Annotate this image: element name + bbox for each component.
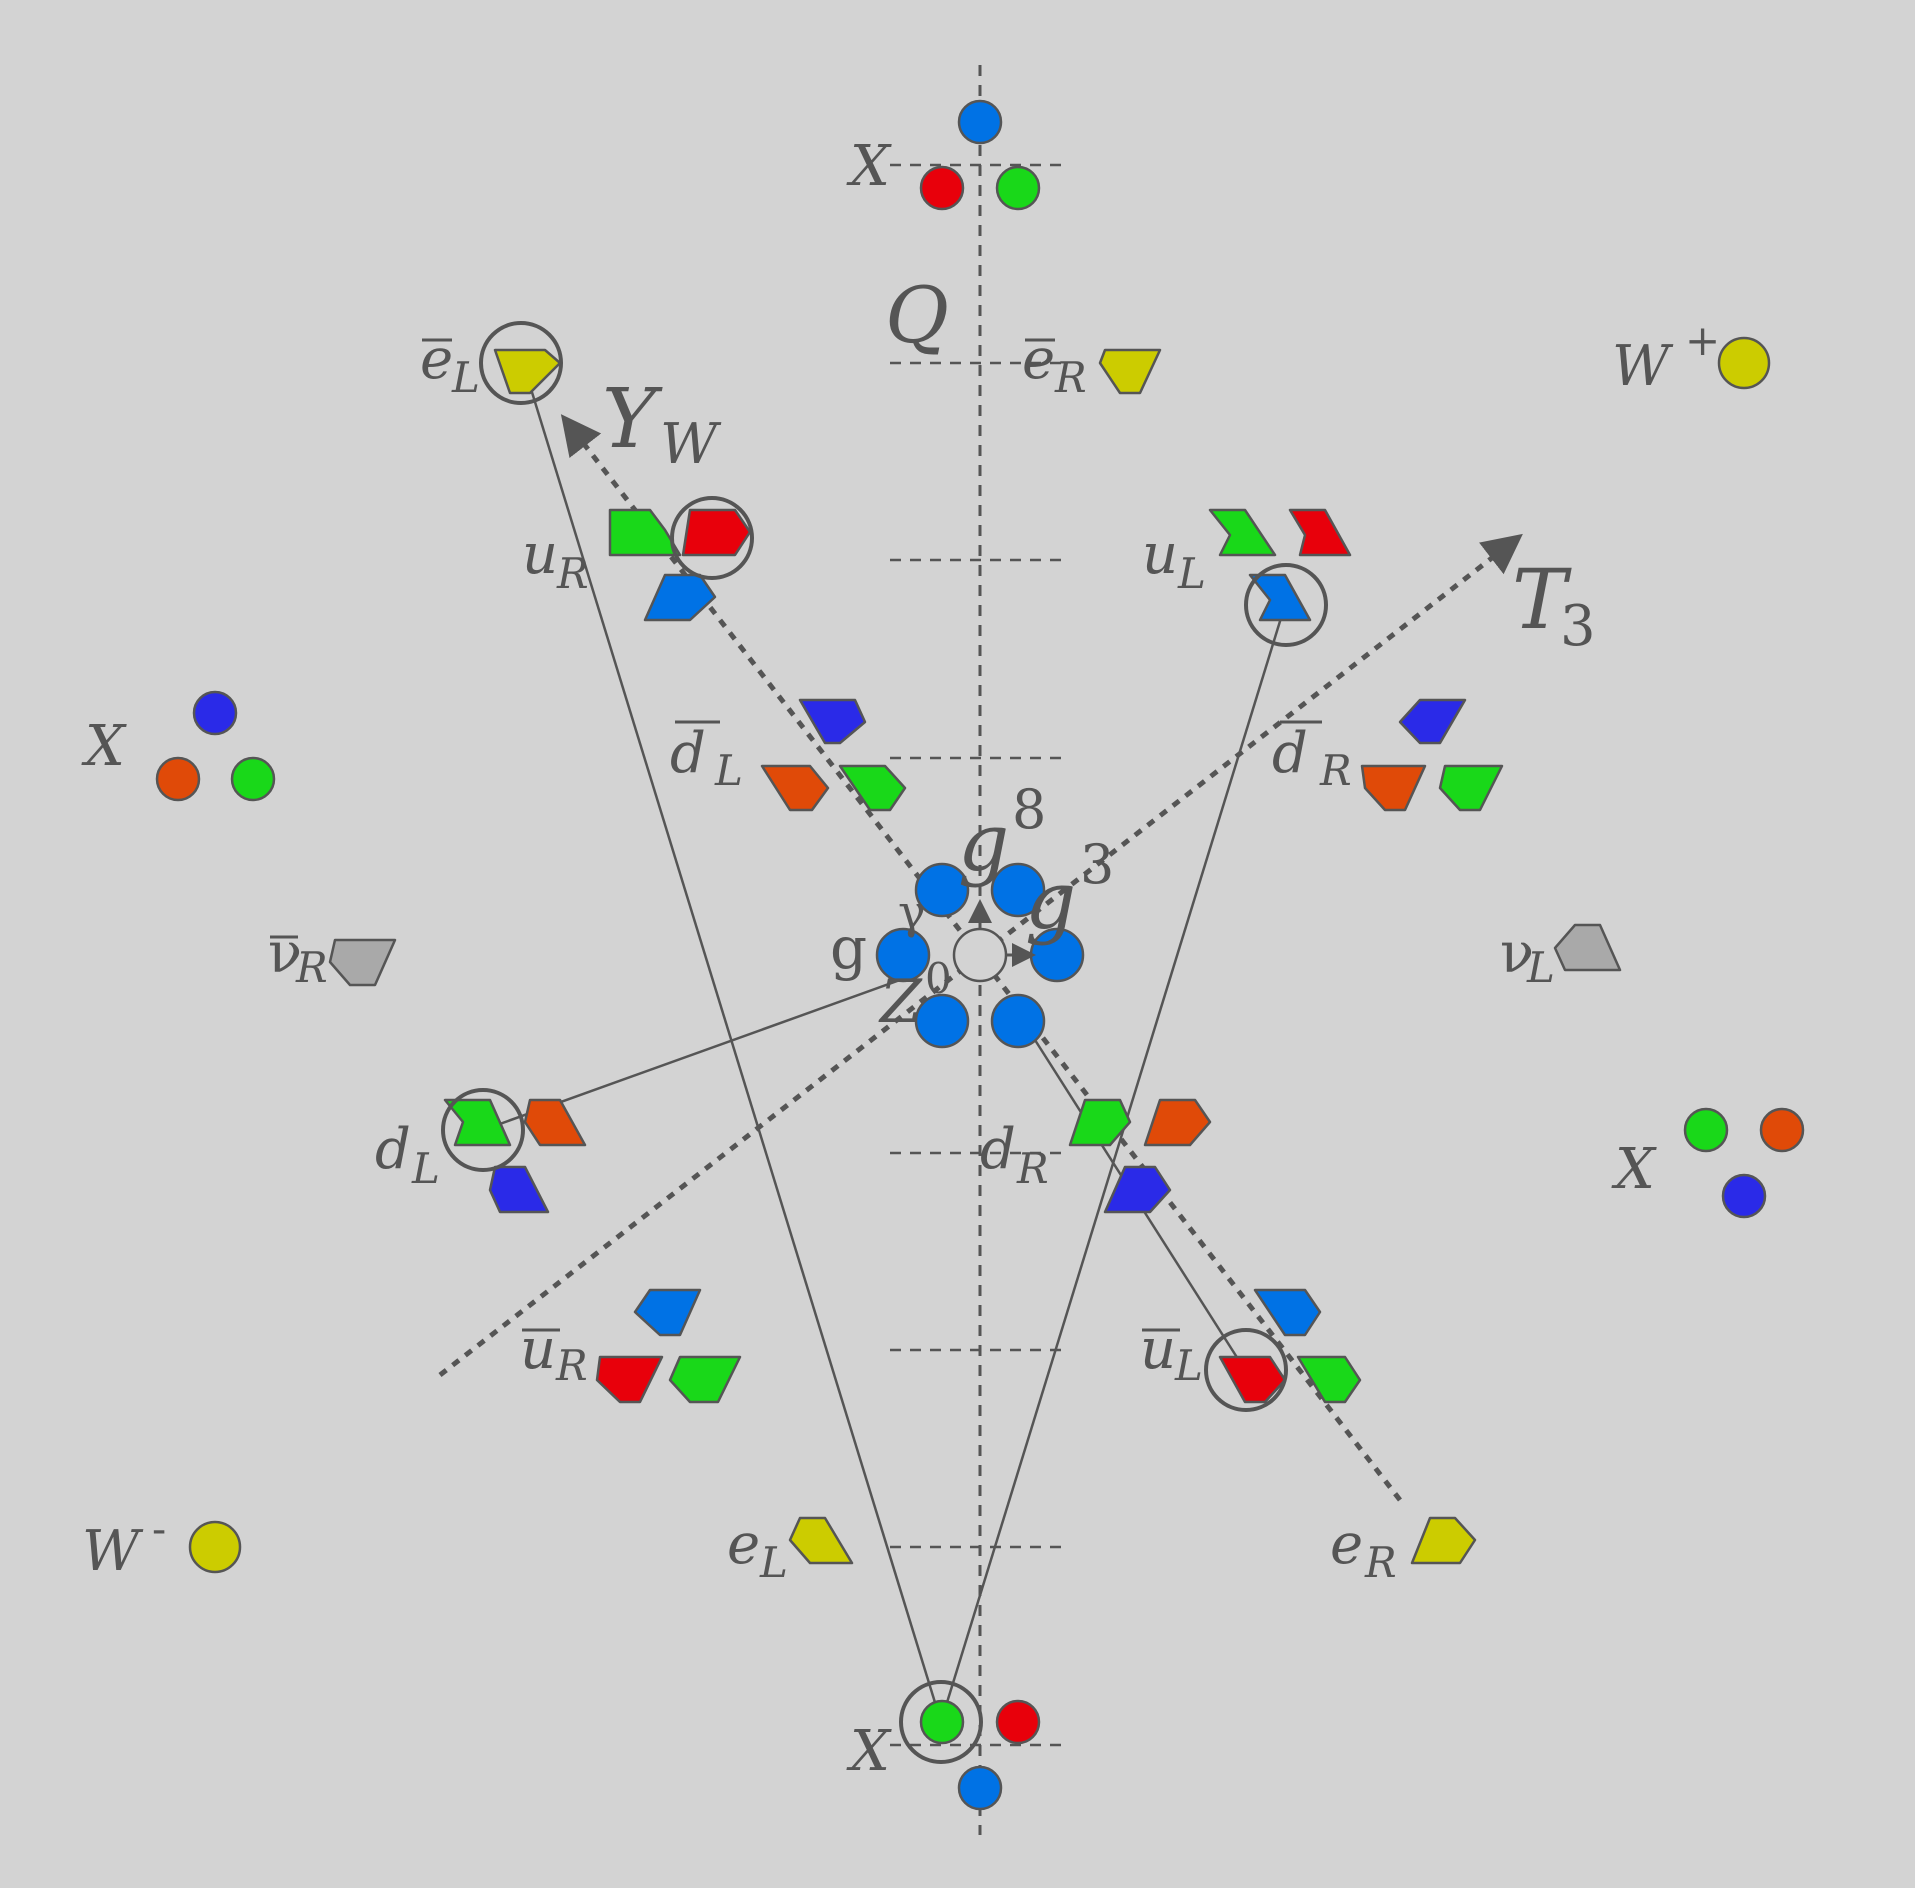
- highlight-circles: [441, 321, 1328, 1764]
- svg-text:R: R: [1319, 746, 1352, 795]
- svg-text:e: e: [1022, 327, 1055, 392]
- svg-text:e: e: [1330, 1512, 1363, 1577]
- x-bottom-label: X: [846, 1719, 892, 1784]
- t3-axis-label-sub: 3: [1560, 594, 1596, 659]
- center-arrows: [968, 899, 1036, 967]
- g3-label: g: [1025, 854, 1076, 947]
- q-axis-label: Q: [885, 271, 949, 361]
- e-r-label: e R: [1330, 1512, 1397, 1587]
- svg-text:e: e: [420, 327, 453, 392]
- nu-l-label: ν L: [1500, 921, 1555, 992]
- d-r-label: d R: [980, 1117, 1049, 1193]
- ubar-r-label: u R: [520, 1317, 588, 1390]
- svg-text:R: R: [1364, 1538, 1397, 1587]
- e-l-label: e L: [727, 1512, 788, 1587]
- g8-label-sup: 8: [1012, 778, 1046, 841]
- gauge-bosons: [875, 862, 1085, 1049]
- nubar-r-label: ν R: [268, 921, 328, 992]
- svg-text:ν: ν: [268, 921, 302, 986]
- x-right-label: X: [1611, 1137, 1657, 1202]
- gamma-label: γ: [898, 885, 926, 939]
- x-bosons-bottom: [919, 1699, 1041, 1811]
- svg-text:R: R: [555, 1341, 588, 1390]
- svg-text:R: R: [556, 549, 589, 598]
- svg-text:L: L: [759, 1538, 788, 1587]
- dbar-r-label: d R: [1272, 720, 1352, 795]
- t3-axis: [438, 533, 1523, 1377]
- svg-text:R: R: [295, 943, 328, 992]
- svg-text:e: e: [727, 1512, 760, 1577]
- svg-text:L: L: [1177, 549, 1206, 598]
- svg-text:u: u: [1142, 522, 1178, 587]
- w-plus-label: W: [1612, 334, 1674, 399]
- svg-text:L: L: [411, 1144, 440, 1193]
- svg-text:R: R: [1054, 353, 1087, 402]
- x-bosons-right: [1683, 1107, 1805, 1219]
- svg-text:L: L: [714, 746, 743, 795]
- ebar-l-label: e L: [420, 327, 480, 402]
- g8-label: g: [958, 796, 1009, 889]
- dbar-l-label: d L: [670, 720, 743, 795]
- w-plus-boson: [1717, 336, 1771, 390]
- w-minus-boson: [188, 1520, 242, 1574]
- gluon-label: g: [830, 914, 867, 982]
- svg-text:u: u: [1140, 1317, 1176, 1382]
- w-minus-label-sup: -: [152, 1504, 166, 1553]
- fermion-glyphs: [328, 348, 1622, 1565]
- yw-axis: [560, 414, 1402, 1502]
- svg-text:d: d: [980, 1117, 1016, 1182]
- svg-text:R: R: [1016, 1144, 1049, 1193]
- w-plus-label-sup: +: [1685, 316, 1720, 365]
- d-l-label: d L: [375, 1117, 440, 1193]
- w-minus-label: W: [82, 1519, 144, 1584]
- ubar-l-label: u L: [1140, 1317, 1203, 1390]
- x-bosons-left: [155, 690, 276, 802]
- u-r-label: u R: [522, 522, 589, 598]
- g3-label-sup: 3: [1080, 833, 1114, 896]
- z0-label: Z: [878, 967, 923, 1037]
- q-tick-marks: [890, 163, 1070, 1747]
- x-bosons-top: [919, 99, 1041, 211]
- svg-text:d: d: [375, 1117, 411, 1182]
- svg-text:L: L: [451, 353, 480, 402]
- svg-text:u: u: [520, 1317, 556, 1382]
- x-left-label: X: [81, 714, 127, 779]
- yw-axis-label-sub: W: [660, 412, 722, 477]
- ebar-r-label: e R: [1022, 327, 1087, 402]
- svg-text:L: L: [1526, 943, 1555, 992]
- svg-text:d: d: [1272, 721, 1308, 786]
- svg-text:L: L: [1174, 1341, 1203, 1390]
- yw-axis-label: Y: [602, 372, 663, 467]
- svg-text:d: d: [670, 721, 706, 786]
- t3-axis-label: T: [1512, 553, 1572, 648]
- u-l-label: u L: [1142, 522, 1206, 598]
- x-top-label: X: [846, 134, 892, 199]
- svg-text:u: u: [522, 522, 558, 587]
- z0-label-sup: 0: [925, 954, 952, 1003]
- svg-text:ν: ν: [1500, 921, 1534, 986]
